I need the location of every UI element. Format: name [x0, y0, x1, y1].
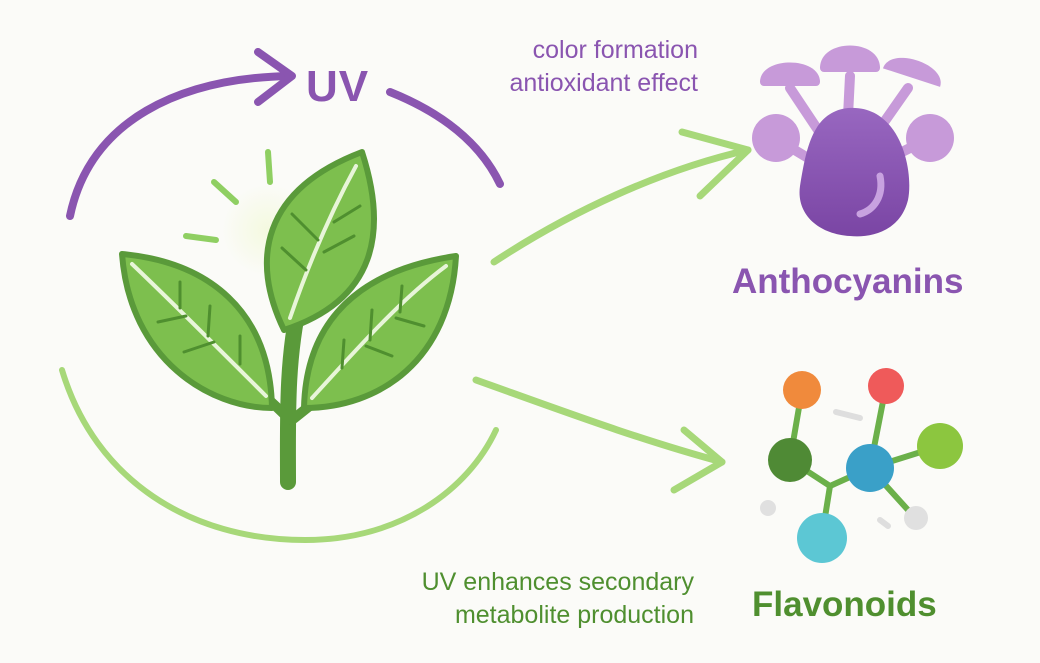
arrow-to-flavonoids	[472, 376, 726, 494]
anthocyanin-effects-note: color formation antioxidant effect	[509, 34, 698, 100]
plant-icon	[119, 149, 459, 490]
note-line-antioxidant-effect: antioxidant effect	[509, 69, 698, 97]
arrow-to-anthocyanins	[490, 128, 752, 266]
uv-label: UV	[306, 62, 370, 111]
anthocyanins-label: Anthocyanins	[732, 262, 964, 301]
uv-cycle-arc-green	[59, 367, 499, 544]
uv-enhancement-note: UV enhances secondary metabolite product…	[422, 566, 694, 632]
flavonoids-label: Flavonoids	[752, 585, 937, 624]
note-line-uv-enhances: UV enhances secondary	[421, 568, 694, 596]
note-line-metabolite-production: metabolite production	[454, 601, 694, 629]
flavonoid-molecule-icon	[760, 368, 963, 563]
uv-cycle-arrow-purple	[66, 48, 504, 220]
anthocyanin-molecule-icon	[752, 45, 954, 237]
note-line-color-formation: color formation	[532, 36, 698, 64]
